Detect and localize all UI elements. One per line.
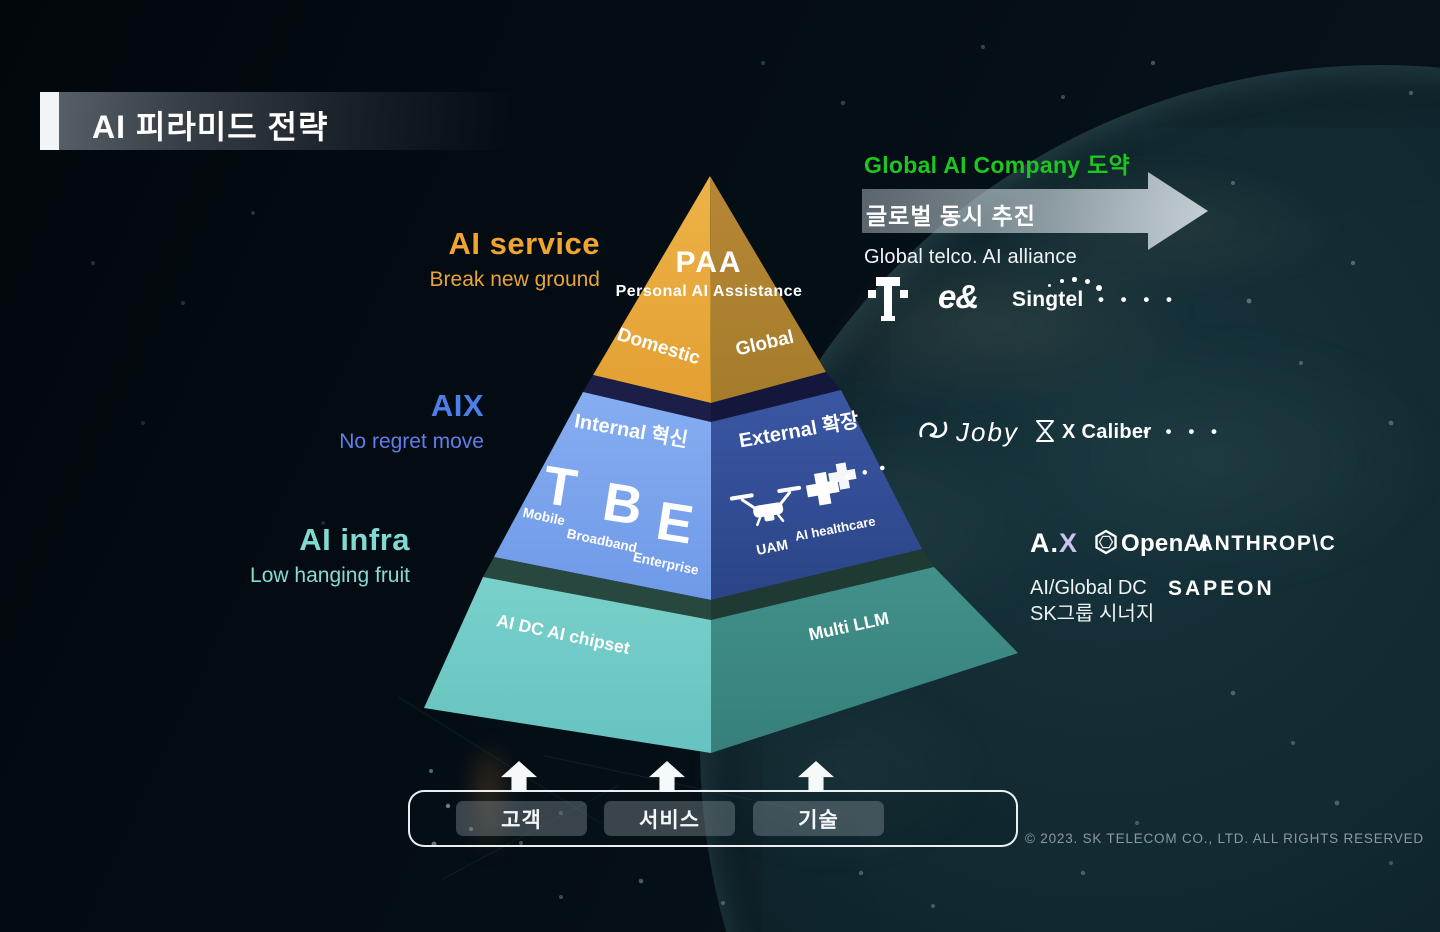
label-aix-subtitle: No regret move <box>339 430 484 453</box>
alliance-more-dots: • • • • <box>1098 290 1178 309</box>
pyramid-band1-right <box>711 372 841 422</box>
label-ai-service: AI service Break new ground <box>250 226 600 292</box>
ax-logo-a: A. <box>1030 528 1059 558</box>
label-ai-service-title: AI service <box>448 226 600 261</box>
openai-knot-icon <box>1095 529 1117 555</box>
label-ai-service-subtitle: Break new ground <box>429 268 600 291</box>
singtel-dot <box>1072 277 1077 282</box>
xcaliber-logo <box>1035 419 1055 448</box>
ax-logo: A.X <box>1030 528 1078 559</box>
singtel-dot <box>1060 279 1064 283</box>
label-ai-infra-subtitle: Low hanging fruit <box>250 564 410 587</box>
sapeon-wordmark: SAPEON <box>1168 577 1275 600</box>
joby-logo <box>918 418 952 449</box>
banner-text: 글로벌 동시 추진 <box>866 203 1036 229</box>
uam-label: UAM <box>755 536 789 558</box>
background-glow <box>478 752 500 844</box>
pill-service: 서비스 <box>604 801 735 836</box>
pyramid-top-left-face <box>593 176 711 403</box>
pyramid-bottom-right-face <box>711 567 1018 753</box>
pyramid-middle-left-face <box>494 392 711 600</box>
pill-technology: 기술 <box>753 801 884 836</box>
singtel-dot <box>1096 285 1102 291</box>
paa-subtitle: Personal AI Assistance <box>616 283 803 300</box>
label-aix-title: AIX <box>430 388 484 423</box>
label-ai-infra-title: AI infra <box>299 522 410 557</box>
xcaliber-hourglass-icon <box>1036 420 1054 442</box>
singtel-dot <box>1048 284 1051 287</box>
pyramid-top-right-face <box>710 176 826 403</box>
joby-wordmark: Joby <box>956 417 1019 447</box>
pyramid-band2-left <box>483 557 711 620</box>
infra-note-line2: SK그룹 시너지 <box>1030 603 1155 625</box>
singtel-wordmark: Singtel <box>1012 288 1084 311</box>
title-accent-bar <box>40 92 59 150</box>
infra-note: AI/Global DC SK그룹 시너지 <box>1030 575 1154 627</box>
xcaliber-wordmark: X Caliber <box>1062 421 1152 443</box>
ai-healthcare-icon <box>805 462 857 506</box>
tbe-letter-b: B <box>599 472 647 537</box>
page-title: AI 피라미드 전략 <box>92 109 329 145</box>
alliance-title: Global telco. AI alliance <box>864 246 1077 268</box>
ax-logo-x: X <box>1059 528 1079 558</box>
uam-drone-icon <box>729 485 802 527</box>
pyramid-bottom-left-face <box>424 577 711 753</box>
pill-customer: 고객 <box>456 801 587 836</box>
global-ai-headline: Global AI Company 도약 <box>864 152 1130 178</box>
joby-bird-icon <box>919 421 948 438</box>
label-aix: AIX No regret move <box>234 388 484 454</box>
pyramid-band1-left <box>583 375 711 422</box>
anthropic-wordmark: ANTHROP\C <box>1198 532 1337 555</box>
infra-note-line1: AI/Global DC <box>1030 577 1147 599</box>
copyright: © 2023. SK TELECOM CO., LTD. ALL RIGHTS … <box>1025 831 1424 846</box>
singtel-logo: Singtel <box>1012 277 1102 312</box>
singtel-dot <box>1085 279 1090 284</box>
openai-logo <box>1093 529 1119 560</box>
deutsche-telekom-logo <box>868 277 908 321</box>
title-bar: AI 피라미드 전략 <box>40 92 512 150</box>
etisalat-logo: e& <box>938 278 979 315</box>
pyramid-band2-right <box>711 549 934 620</box>
deutsche-telekom-t-icon <box>868 277 908 321</box>
paa-title: PAA <box>675 246 742 279</box>
partners-more-dots: • • • • <box>1143 422 1223 441</box>
foundation-box: 고객 서비스 기술 <box>408 790 1018 847</box>
openai-wordmark: OpenAI <box>1121 530 1209 557</box>
label-ai-infra: AI infra Low hanging fruit <box>160 522 410 588</box>
